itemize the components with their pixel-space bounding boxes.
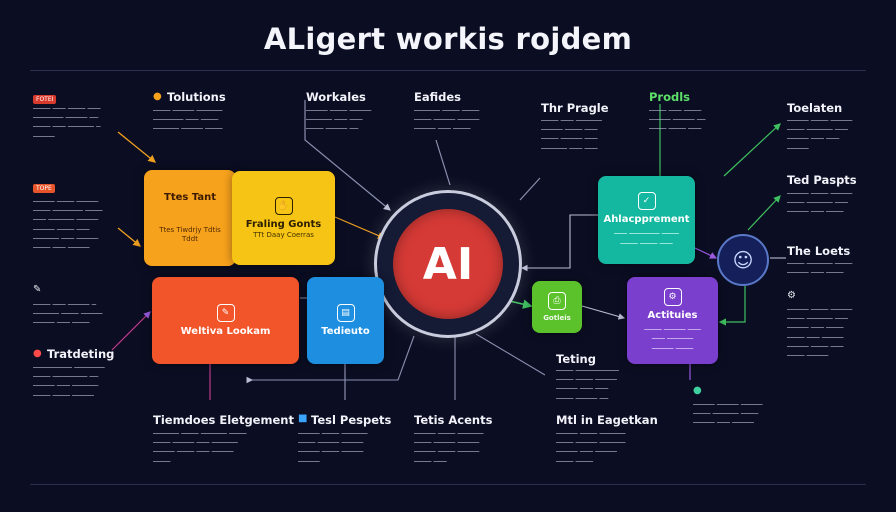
wire-hub-teting bbox=[475, 333, 546, 376]
box-yellow-title: Fraling Gonts bbox=[245, 218, 322, 230]
box-red-title: Weltiva Lookam bbox=[180, 325, 271, 337]
label-ted-paspts: Ted Paspts bbox=[787, 173, 857, 187]
text-teting: ──── ────────────── ──── ────────── ─── … bbox=[556, 366, 619, 403]
text-eafides: ────── ──── ──────── ───── ────────── ──… bbox=[414, 106, 480, 134]
wire-mid-left bbox=[117, 227, 142, 247]
wire-teal-node bbox=[694, 247, 718, 259]
box-purple[interactable]: ⚙ Actituies ──── ───── ────── ──────────… bbox=[627, 277, 718, 364]
box-purple-icon: ⚙ bbox=[663, 288, 682, 307]
wire-eafides bbox=[435, 139, 451, 186]
robot-icon: ☺ bbox=[732, 248, 754, 272]
box-green-title: Gotleis bbox=[543, 313, 571, 322]
text-mid-left: ───── ──── ───────── ─────── ─────── ───… bbox=[33, 197, 103, 253]
box-orange[interactable]: Ttes Tant Ttes Tiwdrjy Tdtis Tddt bbox=[144, 170, 236, 266]
text-ted-paspts: ───── ──── ───────── ────── ──────── ───… bbox=[787, 189, 853, 217]
box-green-icon: ⎙ bbox=[548, 291, 566, 310]
text-right-bottom: ───── ───── ───────── ────── ───────── ─… bbox=[693, 400, 763, 428]
box-red-icon: ✎ bbox=[216, 303, 235, 322]
text-tesl-pespets: ───── ──── ────────── ───── ────────── ─… bbox=[298, 429, 368, 466]
label-trategring: Tratdeting bbox=[47, 347, 115, 361]
title-rule bbox=[30, 70, 866, 71]
text-tiemdoes: ────── ──── ────── ──────── ───── ─── ──… bbox=[153, 429, 247, 466]
label-prodls: Prodls bbox=[649, 90, 691, 104]
pencil-icon: ✎ bbox=[33, 284, 42, 295]
text-top-left: ──── ─── ──── ────────── ───── ────── ──… bbox=[33, 104, 101, 141]
wire-tolutions bbox=[117, 131, 157, 163]
node-circle[interactable]: ☺ bbox=[717, 234, 769, 286]
wire-green-purple bbox=[581, 305, 626, 320]
label-eafides: Eafides bbox=[414, 90, 462, 104]
text-workales: ───── ──── ─────────── ─── ─────── ─────… bbox=[306, 106, 372, 134]
tolutions-icon: ● bbox=[153, 91, 162, 102]
box-teal-text: ─── ─────── ──────── ──── ─── bbox=[613, 229, 680, 248]
wire-bottom-left bbox=[246, 335, 415, 384]
text-left-3: ──── ─── ───── ─────── ──── ────────── ─… bbox=[33, 300, 103, 328]
label-mtl-eagetkan: Mtl in Eagetkan bbox=[556, 413, 658, 427]
wire-pragle bbox=[519, 177, 541, 201]
trategring-icon: ● bbox=[33, 348, 42, 359]
box-red[interactable]: ✎ Weltiva Lookam bbox=[152, 277, 299, 364]
label-tolutions: Tolutions bbox=[167, 90, 226, 104]
wire-workales bbox=[304, 100, 391, 211]
box-blue-title: Tedieuto bbox=[321, 325, 370, 337]
box-purple-title: Actituies bbox=[647, 310, 698, 322]
gear-icon: ⚙ bbox=[787, 290, 796, 301]
tesl-icon: ■ bbox=[298, 413, 308, 424]
wire-left-3 bbox=[111, 311, 151, 351]
box-yellow-icon: ✋ bbox=[274, 196, 293, 215]
box-blue[interactable]: ▤ Tedieuto bbox=[307, 277, 384, 364]
label-the-pragle: Thr Pragle bbox=[541, 101, 609, 115]
footer-rule bbox=[30, 484, 866, 485]
label-workales: Workales bbox=[306, 90, 366, 104]
label-teting: Teting bbox=[556, 352, 596, 366]
box-orange-sub: Ttes Tiwdrjy Tdtis Tddt bbox=[159, 226, 221, 243]
box-blue-icon: ▤ bbox=[336, 303, 355, 322]
box-green[interactable]: ⎙ Gotleis bbox=[532, 281, 582, 333]
text-prodls: ──── ─── ───────── ───── ────── ──── ─── bbox=[649, 106, 706, 134]
box-teal-icon: ✓ bbox=[637, 192, 656, 211]
page-title: ALigert workis rojdem bbox=[263, 22, 633, 56]
wire-ted-paspts bbox=[747, 195, 781, 231]
wire-yellow-hub bbox=[334, 216, 386, 239]
wire-node-purple bbox=[718, 286, 746, 326]
text-right-4: ───── ──── ───────── ────── ──────── ───… bbox=[787, 305, 853, 361]
text-toelaten: ───── ──── ───────── ────── ──────── ───… bbox=[787, 116, 853, 153]
label-tiemdoes: Tiemdoes Eletgement bbox=[153, 413, 294, 427]
wire-teal-hub bbox=[520, 214, 598, 272]
flask-icon: ● bbox=[693, 385, 702, 396]
wire-toelaten bbox=[723, 123, 781, 177]
box-purple-text: ──── ───── ────── ─────────── ──── bbox=[644, 325, 701, 353]
text-the-loets: ──── ────── ───────── ─── ──── bbox=[787, 259, 853, 278]
box-teal-title: Ahlacpprement bbox=[603, 214, 690, 226]
box-yellow[interactable]: ✋ Fraling Gonts TTt Daay Coerras bbox=[232, 171, 335, 265]
box-yellow-sub: TTt Daay Coerras bbox=[253, 230, 314, 239]
box-teal[interactable]: ✓ Ahlacpprement ─── ─────── ──────── ───… bbox=[598, 176, 695, 264]
text-tolutions: ──── ───── ───────────── ─── ────────── … bbox=[153, 106, 223, 134]
box-orange-title: Ttes Tant bbox=[164, 192, 216, 203]
text-mtl-eagetkan: ───── ──── ────────── ───── ─────────── … bbox=[556, 429, 626, 466]
label-toelaten: Toelaten bbox=[787, 101, 843, 115]
badge-mid-left: TOPE bbox=[33, 184, 55, 193]
label-the-loets: The Loets bbox=[787, 244, 851, 258]
label-tesl-pespets: Tesl Pespets bbox=[311, 413, 392, 427]
text-tetis-acents: ───── ──── ────────── ───── ────────── ─… bbox=[414, 429, 484, 466]
badge-top-left: FOTEI bbox=[33, 95, 57, 104]
label-tetis-acents: Tetis Acents bbox=[414, 413, 493, 427]
hub-core[interactable]: AI bbox=[393, 209, 503, 319]
text-the-pragle: ──── ─── ─────────── ──── ─────── ───── … bbox=[541, 116, 602, 153]
text-trategring: ───────── ─────────── ──────── ─────── ─… bbox=[33, 363, 105, 400]
